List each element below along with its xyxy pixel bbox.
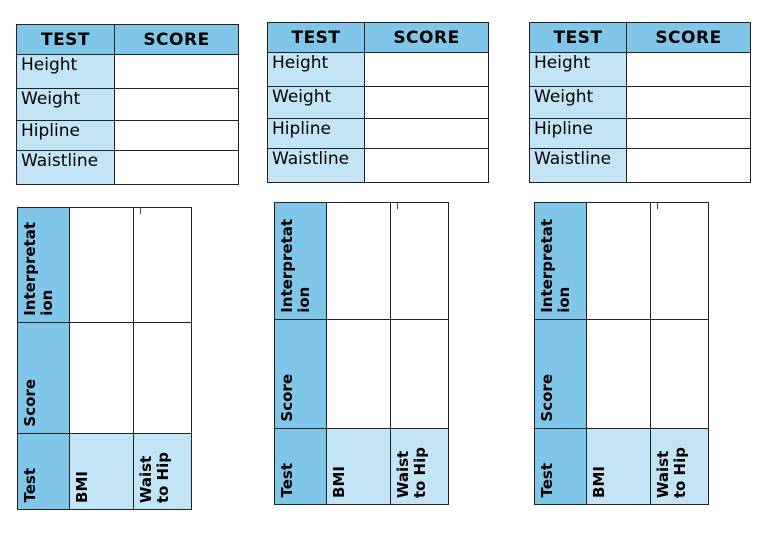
label-waist-to-hip: Waist to Hip xyxy=(651,429,708,504)
bmi-score-cell[interactable] xyxy=(587,320,650,429)
label-bmi: BMI xyxy=(587,429,650,504)
whr-score-cell[interactable] xyxy=(391,320,448,429)
bmi-interpretation-cell[interactable] xyxy=(327,203,390,320)
header-score: Score xyxy=(275,320,326,429)
score-cell[interactable] xyxy=(626,118,751,149)
row-label-height: Height xyxy=(267,52,365,87)
bmi-score-cell[interactable] xyxy=(327,320,390,429)
bmi-score-cell[interactable] xyxy=(70,323,133,434)
whr-interpretation-cell[interactable] xyxy=(651,203,708,320)
header-test: Test xyxy=(18,434,69,509)
score-cell[interactable] xyxy=(114,88,239,121)
header-score: SCORE xyxy=(364,22,489,53)
label-waist-to-hip: Waist to Hip xyxy=(134,434,191,509)
score-table-1: TEST SCORE Height Weight Hipline Waistli… xyxy=(16,24,239,185)
result-table-3: Interpretat ion Score Test BMI Waist to … xyxy=(534,202,709,505)
header-interpretation: Interpretat ion xyxy=(18,208,69,323)
header-test: Test xyxy=(535,429,586,504)
row-label-height: Height xyxy=(529,52,627,87)
score-cell[interactable] xyxy=(364,148,489,183)
score-cell[interactable] xyxy=(114,54,239,89)
row-label-hipline: Hipline xyxy=(16,120,115,151)
whr-score-cell[interactable] xyxy=(134,323,191,434)
bmi-interpretation-cell[interactable] xyxy=(587,203,650,320)
header-interpretation: Interpretat ion xyxy=(275,203,326,320)
score-cell[interactable] xyxy=(364,86,489,119)
result-table-1: Interpretat ion Score Test BMI Waist to … xyxy=(17,207,192,510)
label-bmi: BMI xyxy=(70,434,133,509)
whr-interpretation-cell[interactable] xyxy=(391,203,448,320)
row-label-hipline: Hipline xyxy=(267,118,365,149)
score-cell[interactable] xyxy=(364,118,489,149)
score-cell[interactable] xyxy=(626,86,751,119)
header-score: SCORE xyxy=(114,24,239,55)
header-score: Score xyxy=(18,323,69,434)
row-label-height: Height xyxy=(16,54,115,89)
label-bmi: BMI xyxy=(327,429,390,504)
header-test: TEST xyxy=(16,24,115,55)
row-label-waistline: Waistline xyxy=(529,148,627,183)
row-label-hipline: Hipline xyxy=(529,118,627,149)
row-label-waistline: Waistline xyxy=(267,148,365,183)
header-test: TEST xyxy=(529,22,627,53)
whr-interpretation-cell[interactable] xyxy=(134,208,191,323)
row-label-weight: Weight xyxy=(529,86,627,119)
result-table-2: Interpretat ion Score Test BMI Waist to … xyxy=(274,202,449,505)
bmi-interpretation-cell[interactable] xyxy=(70,208,133,323)
score-table-2: TEST SCORE Height Weight Hipline Waistli… xyxy=(267,22,489,183)
score-cell[interactable] xyxy=(114,120,239,151)
score-table-3: TEST SCORE Height Weight Hipline Waistli… xyxy=(529,22,751,183)
row-label-waistline: Waistline xyxy=(16,150,115,185)
header-test: Test xyxy=(275,429,326,504)
score-cell[interactable] xyxy=(626,52,751,87)
row-label-weight: Weight xyxy=(267,86,365,119)
header-score: SCORE xyxy=(626,22,751,53)
whr-score-cell[interactable] xyxy=(651,320,708,429)
header-test: TEST xyxy=(267,22,365,53)
header-interpretation: Interpretat ion xyxy=(535,203,586,320)
label-waist-to-hip: Waist to Hip xyxy=(391,429,448,504)
header-score: Score xyxy=(535,320,586,429)
score-cell[interactable] xyxy=(626,148,751,183)
score-cell[interactable] xyxy=(364,52,489,87)
row-label-weight: Weight xyxy=(16,88,115,121)
score-cell[interactable] xyxy=(114,150,239,185)
